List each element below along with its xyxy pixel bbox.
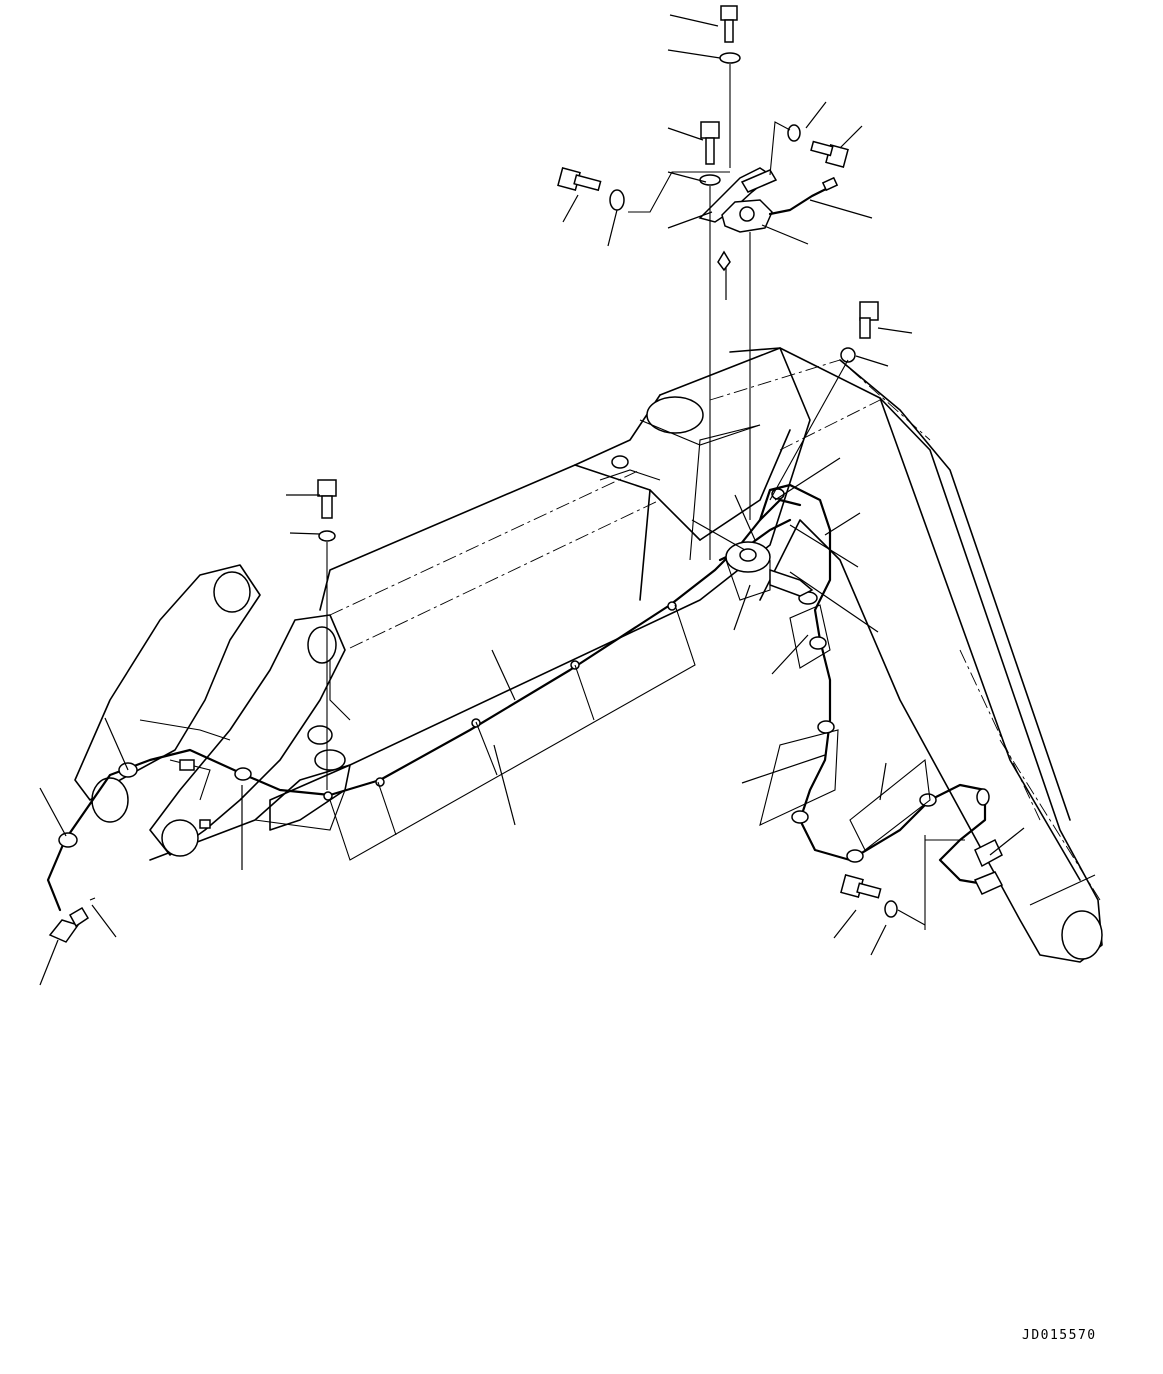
washer-second — [699, 174, 721, 186]
bucket-pin-left — [91, 777, 129, 823]
group-brackets — [329, 604, 965, 930]
boom — [729, 347, 1103, 963]
washer-boom-lower — [884, 900, 898, 918]
washer-boom-top — [840, 347, 856, 363]
washer-right — [787, 124, 801, 142]
arm — [149, 347, 811, 861]
sensor-assembly — [557, 5, 849, 560]
arm-pin-upper — [213, 571, 251, 613]
arm-pin-right — [307, 626, 337, 664]
arm-end-bracket — [74, 564, 346, 857]
boom-top-fasteners — [769, 301, 879, 501]
washer-left — [609, 189, 625, 211]
bolt-second — [700, 121, 720, 139]
bolt-arm-mid — [317, 479, 337, 497]
bolt-top — [720, 5, 738, 21]
leader-lines — [39, 14, 1025, 986]
washer-arm-mid — [318, 530, 336, 542]
arm-top-boss — [646, 396, 704, 434]
washer-top — [719, 52, 741, 64]
harness-hub — [725, 541, 814, 601]
boom-lower-fasteners — [840, 874, 926, 926]
reference-lines — [329, 359, 1101, 901]
arm-middle-fasteners — [317, 479, 337, 790]
drawing-code: JD015570 — [1022, 1328, 1097, 1343]
wire-harness — [46, 424, 1004, 943]
boom-foot-pin — [1061, 910, 1103, 960]
bucket-pin-right — [161, 819, 199, 857]
